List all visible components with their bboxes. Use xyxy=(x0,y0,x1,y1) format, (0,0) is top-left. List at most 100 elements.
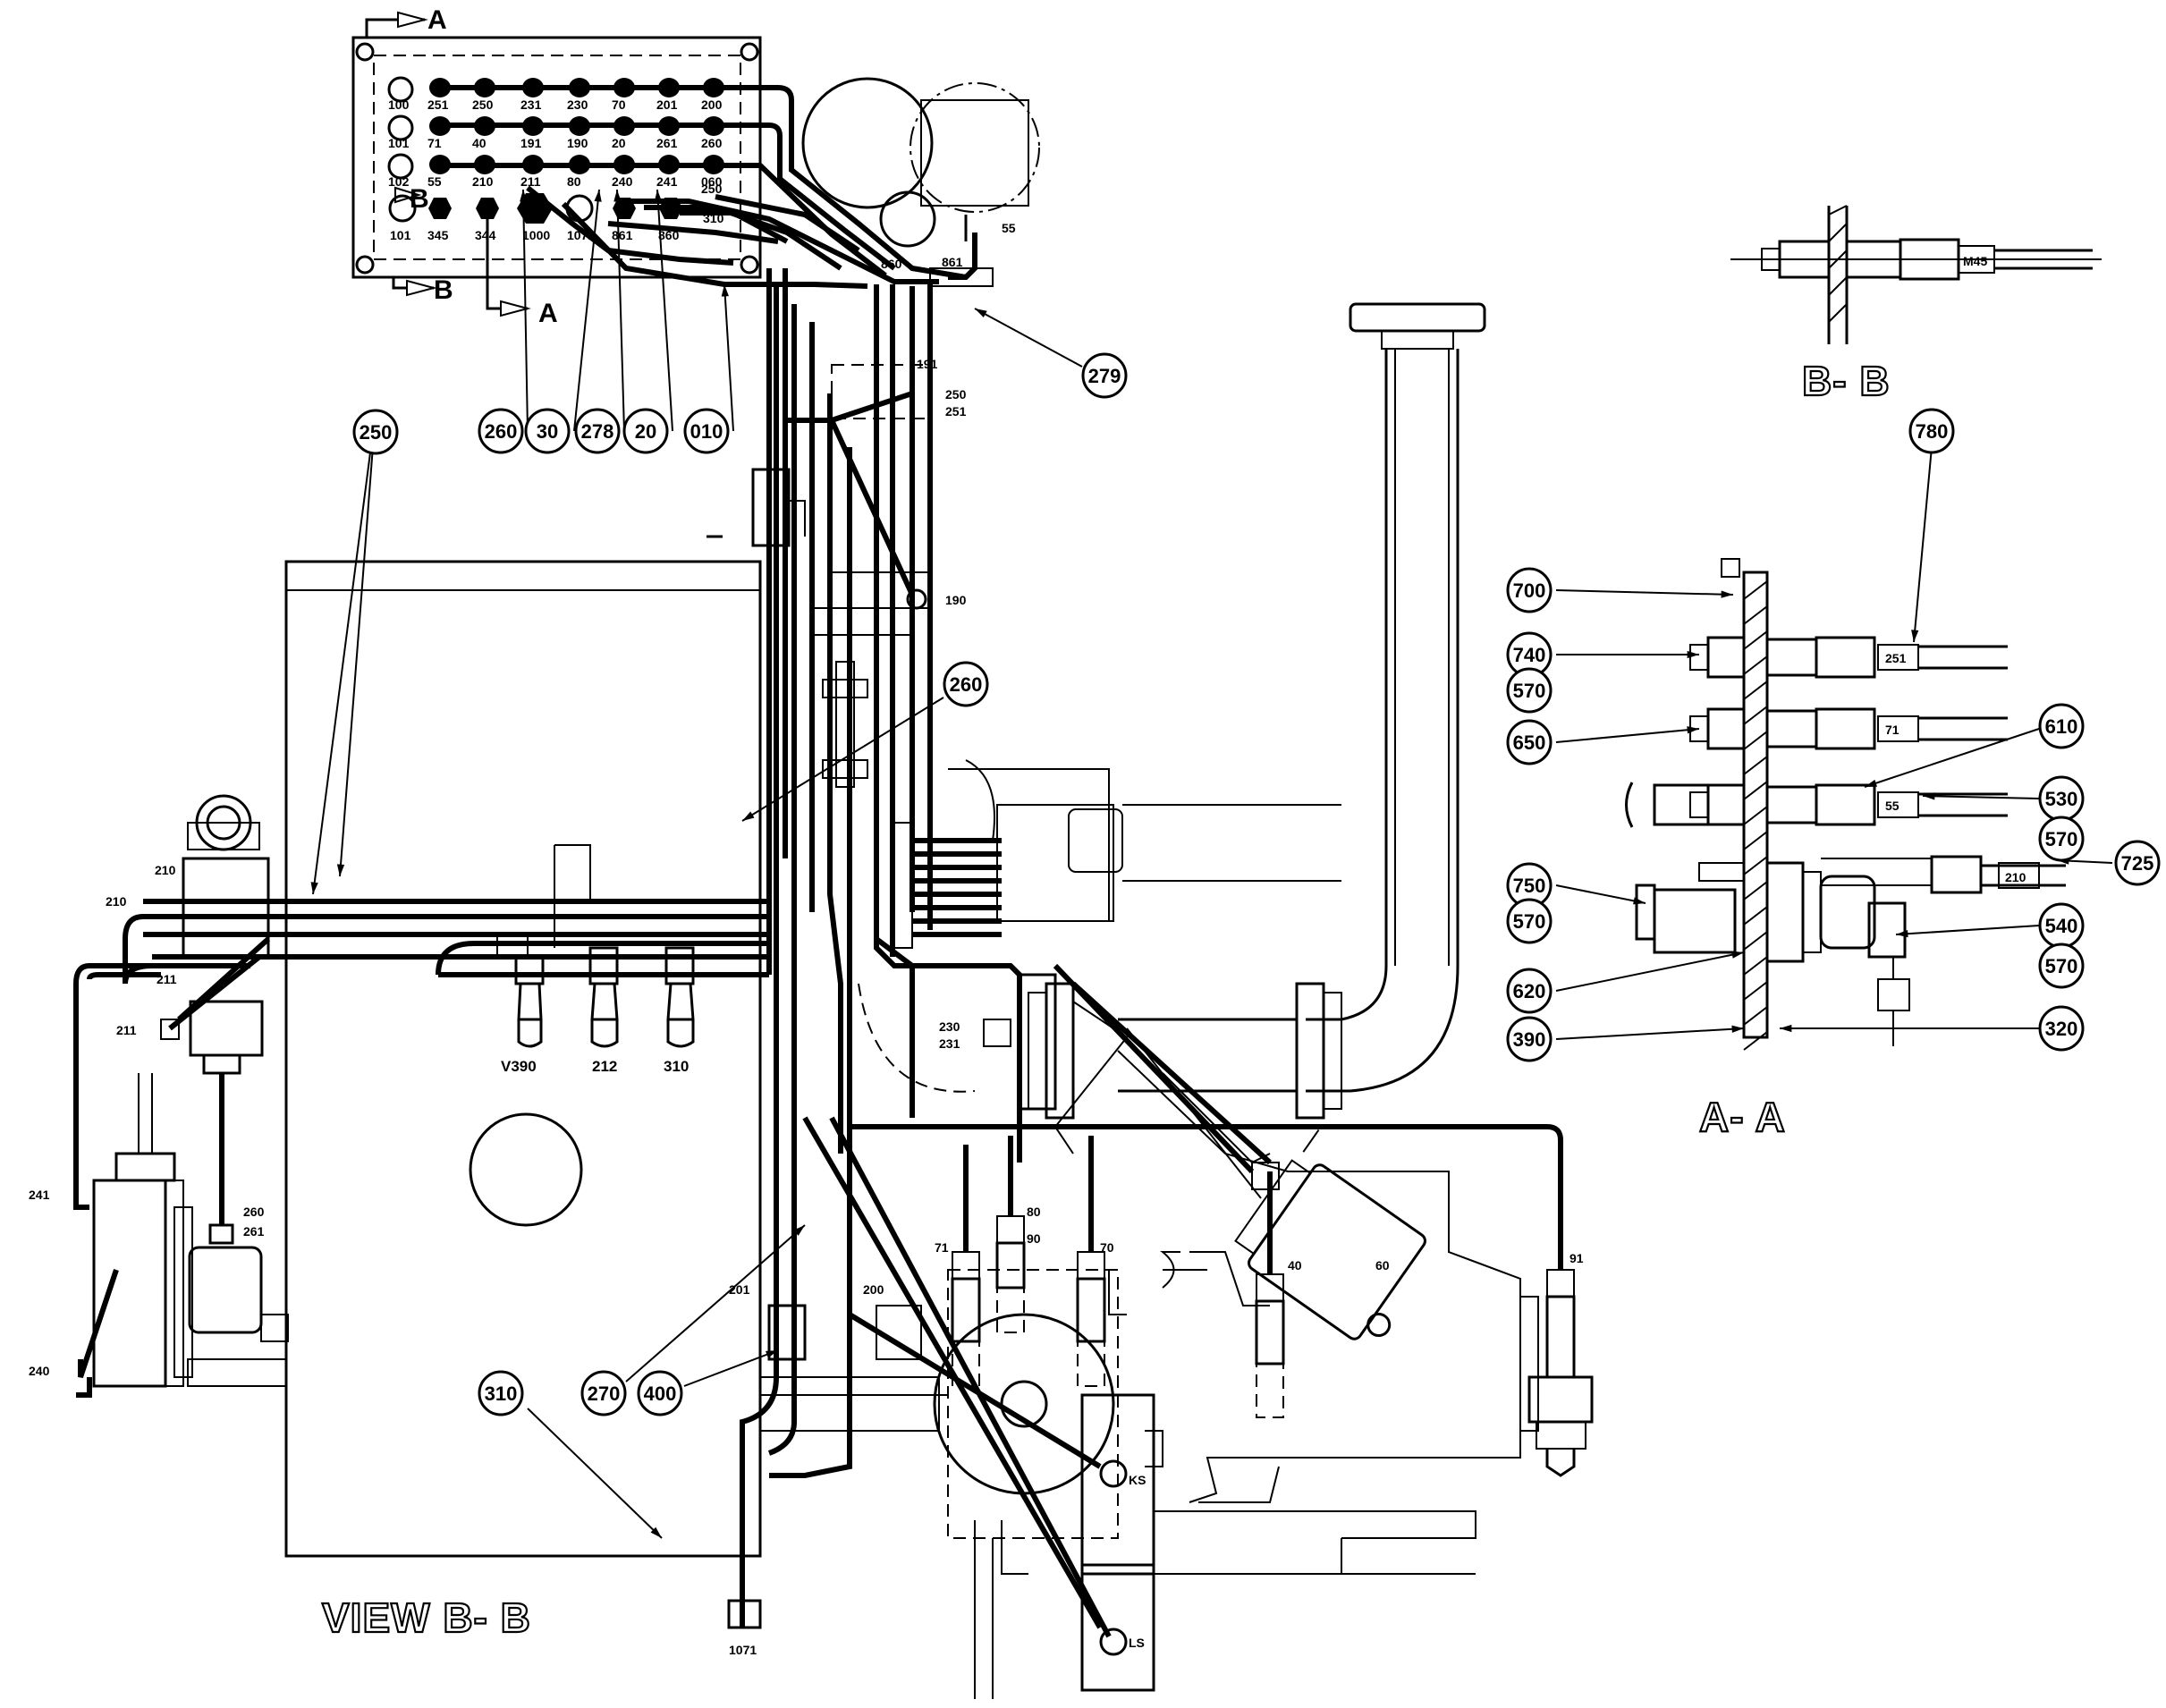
panel-label: 861 xyxy=(612,228,633,242)
panel-label: 101 xyxy=(388,136,410,150)
label-55: 55 xyxy=(1002,221,1016,235)
label-71: 71 xyxy=(935,1240,949,1255)
callout-bubble-label: 540 xyxy=(2045,915,2078,937)
label-240: 240 xyxy=(29,1364,50,1378)
callout-bubble xyxy=(2038,816,2085,862)
label-ks: KS xyxy=(1129,1473,1146,1487)
callout-bubble xyxy=(478,408,524,454)
callout-bubble-label: 260 xyxy=(950,673,983,696)
callout-bubble-label: 620 xyxy=(1513,980,1546,1002)
panel-label: 251 xyxy=(427,97,449,112)
label-v390: V390 xyxy=(501,1058,537,1075)
label-860: 860 xyxy=(881,257,902,271)
callout-bubble-label: 010 xyxy=(690,420,723,443)
callout-bubble xyxy=(2038,943,2085,989)
panel-label: 70 xyxy=(612,97,626,112)
section-b-b-title: B- B xyxy=(1802,358,1891,404)
label-861: 861 xyxy=(942,255,963,269)
callout-label: 55 xyxy=(1885,799,1899,813)
label-231: 231 xyxy=(939,1036,960,1051)
actuator-cylinder xyxy=(1234,1129,1426,1340)
panel-label: 230 xyxy=(567,97,588,112)
callout-bubble-label: 725 xyxy=(2121,852,2154,875)
callout-label: 71 xyxy=(1885,723,1899,737)
callout-bubble-label: 700 xyxy=(1513,579,1546,602)
callout-m45: M45 xyxy=(1963,254,1987,268)
label-212: 212 xyxy=(592,1058,617,1075)
label-80: 80 xyxy=(1027,1205,1041,1219)
pump-outline-top: 55 860 861 xyxy=(801,77,1040,287)
panel-label: 55 xyxy=(427,174,442,189)
callout-bubble xyxy=(683,408,730,454)
callout-bubble-label: 570 xyxy=(2045,828,2078,850)
callout-bubble-label: 740 xyxy=(1513,644,1546,666)
valve-310 xyxy=(664,946,695,1048)
panel-label: 344 xyxy=(475,228,496,242)
panel-label: 250 xyxy=(701,182,723,196)
view-b-b-title: VIEW B- B xyxy=(322,1594,531,1641)
label-1071: 1071 xyxy=(729,1643,757,1657)
callout-bubble xyxy=(1506,1016,1553,1062)
label-190: 190 xyxy=(945,593,967,607)
label-200: 200 xyxy=(863,1282,884,1297)
callout-bubble xyxy=(2038,703,2085,749)
callout-bubble-label: 570 xyxy=(1513,680,1546,702)
section-a-a-title: A- A xyxy=(1699,1094,1786,1140)
callout-bubble-label: 570 xyxy=(2045,955,2078,977)
panel-label: 231 xyxy=(520,97,542,112)
panel-label: 250 xyxy=(472,97,494,112)
callout-bubble-label: 279 xyxy=(1088,365,1121,387)
callout-bubble-label: 270 xyxy=(588,1382,621,1405)
callout-bubble-label: 400 xyxy=(644,1382,677,1405)
callout-bubble-label: 610 xyxy=(2045,715,2078,738)
callout-bubble-label: 390 xyxy=(1513,1028,1546,1051)
panel-label: 261 xyxy=(656,136,678,150)
callout-bubble xyxy=(1081,352,1128,399)
panel-label: 190 xyxy=(567,136,588,150)
callout-bubble-label: 30 xyxy=(537,420,558,443)
label-191: 191 xyxy=(917,357,938,371)
valve-v390 xyxy=(496,934,545,1048)
label-90: 90 xyxy=(1027,1231,1041,1246)
callout-bubble-label: 20 xyxy=(635,420,656,443)
panel-label: 1000 xyxy=(522,228,550,242)
panel-pipe-bundle xyxy=(438,85,1022,1163)
section-marker-a-top: A xyxy=(427,5,447,35)
section-marker-b-bottom: B xyxy=(434,275,453,305)
callout-bubble xyxy=(1908,408,1955,454)
callout-bubble-label: 570 xyxy=(1513,910,1546,933)
panel-label: 241 xyxy=(656,174,678,189)
panel-label: 191 xyxy=(520,136,542,150)
callout-bubble xyxy=(2114,840,2161,886)
callout-bubble xyxy=(943,661,989,707)
callout-bubble xyxy=(524,408,571,454)
callout-label: 210 xyxy=(2005,870,2026,884)
panel-label: 20 xyxy=(612,136,626,150)
label-ls: LS xyxy=(1129,1636,1145,1650)
panel-label: 240 xyxy=(612,174,633,189)
callout-bubble xyxy=(478,1370,524,1416)
label-261: 261 xyxy=(243,1224,265,1239)
spring-coil xyxy=(893,804,1341,949)
callout-bubble xyxy=(622,408,669,454)
label-251: 251 xyxy=(945,404,967,419)
callout-bubble xyxy=(352,409,399,455)
panel-label: 101 xyxy=(390,228,411,242)
panel-label: 102 xyxy=(388,174,410,189)
label-241: 241 xyxy=(29,1188,50,1202)
callout-bubble-label: 750 xyxy=(1513,875,1546,897)
panel-label: 060 xyxy=(701,174,723,189)
panel-label: 80 xyxy=(567,174,581,189)
label-210-b: 210 xyxy=(106,894,127,909)
panel-label: 345 xyxy=(427,228,449,242)
label-230: 230 xyxy=(939,1019,960,1034)
label-260: 260 xyxy=(243,1205,265,1219)
panel-label: 201 xyxy=(656,97,678,112)
panel-label: 40 xyxy=(472,136,487,150)
callout-bubble-label: 530 xyxy=(2045,788,2078,810)
callout-bubble-label: 310 xyxy=(485,1382,518,1405)
callout-bubble-label: 250 xyxy=(360,421,393,444)
